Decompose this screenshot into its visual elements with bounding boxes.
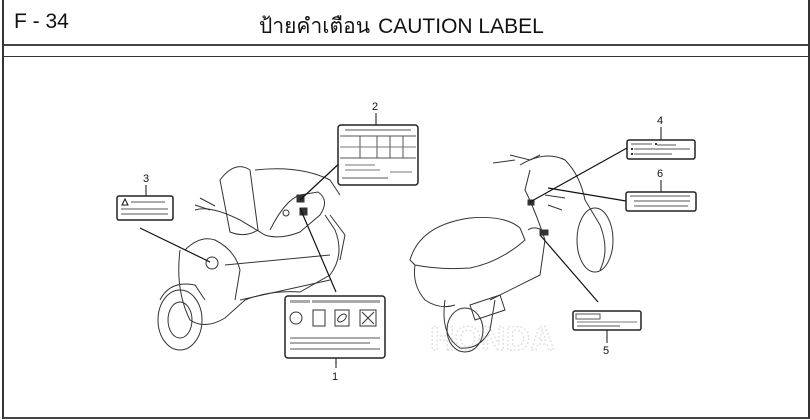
label-6 (625, 180, 697, 212)
callout-number-6: 6 (657, 168, 663, 180)
callout-number-5: 5 (603, 345, 609, 357)
label-1 (284, 295, 386, 368)
label-3 (116, 185, 174, 221)
scooter-front-view (157, 166, 346, 351)
leader-lines (139, 147, 628, 363)
label-2 (337, 113, 419, 186)
title-thai: ป้ายคำเตือน (259, 15, 371, 38)
page-header: F - 34 ป้ายคำเตือน CAUTION LABEL (4, 0, 808, 46)
page-title: ป้ายคำเตือน CAUTION LABEL (259, 10, 544, 43)
callout-number-1: 1 (332, 371, 338, 383)
label-4 (626, 127, 696, 160)
diagram-area (4, 56, 808, 417)
label-5 (572, 310, 642, 343)
callout-number-4: 4 (657, 115, 663, 127)
callout-number-3: 3 (143, 173, 149, 185)
title-english: CAUTION LABEL (378, 15, 544, 38)
scooter-rear-view (409, 154, 614, 353)
page-code: F - 34 (14, 10, 69, 33)
callout-number-2: 2 (372, 101, 378, 113)
